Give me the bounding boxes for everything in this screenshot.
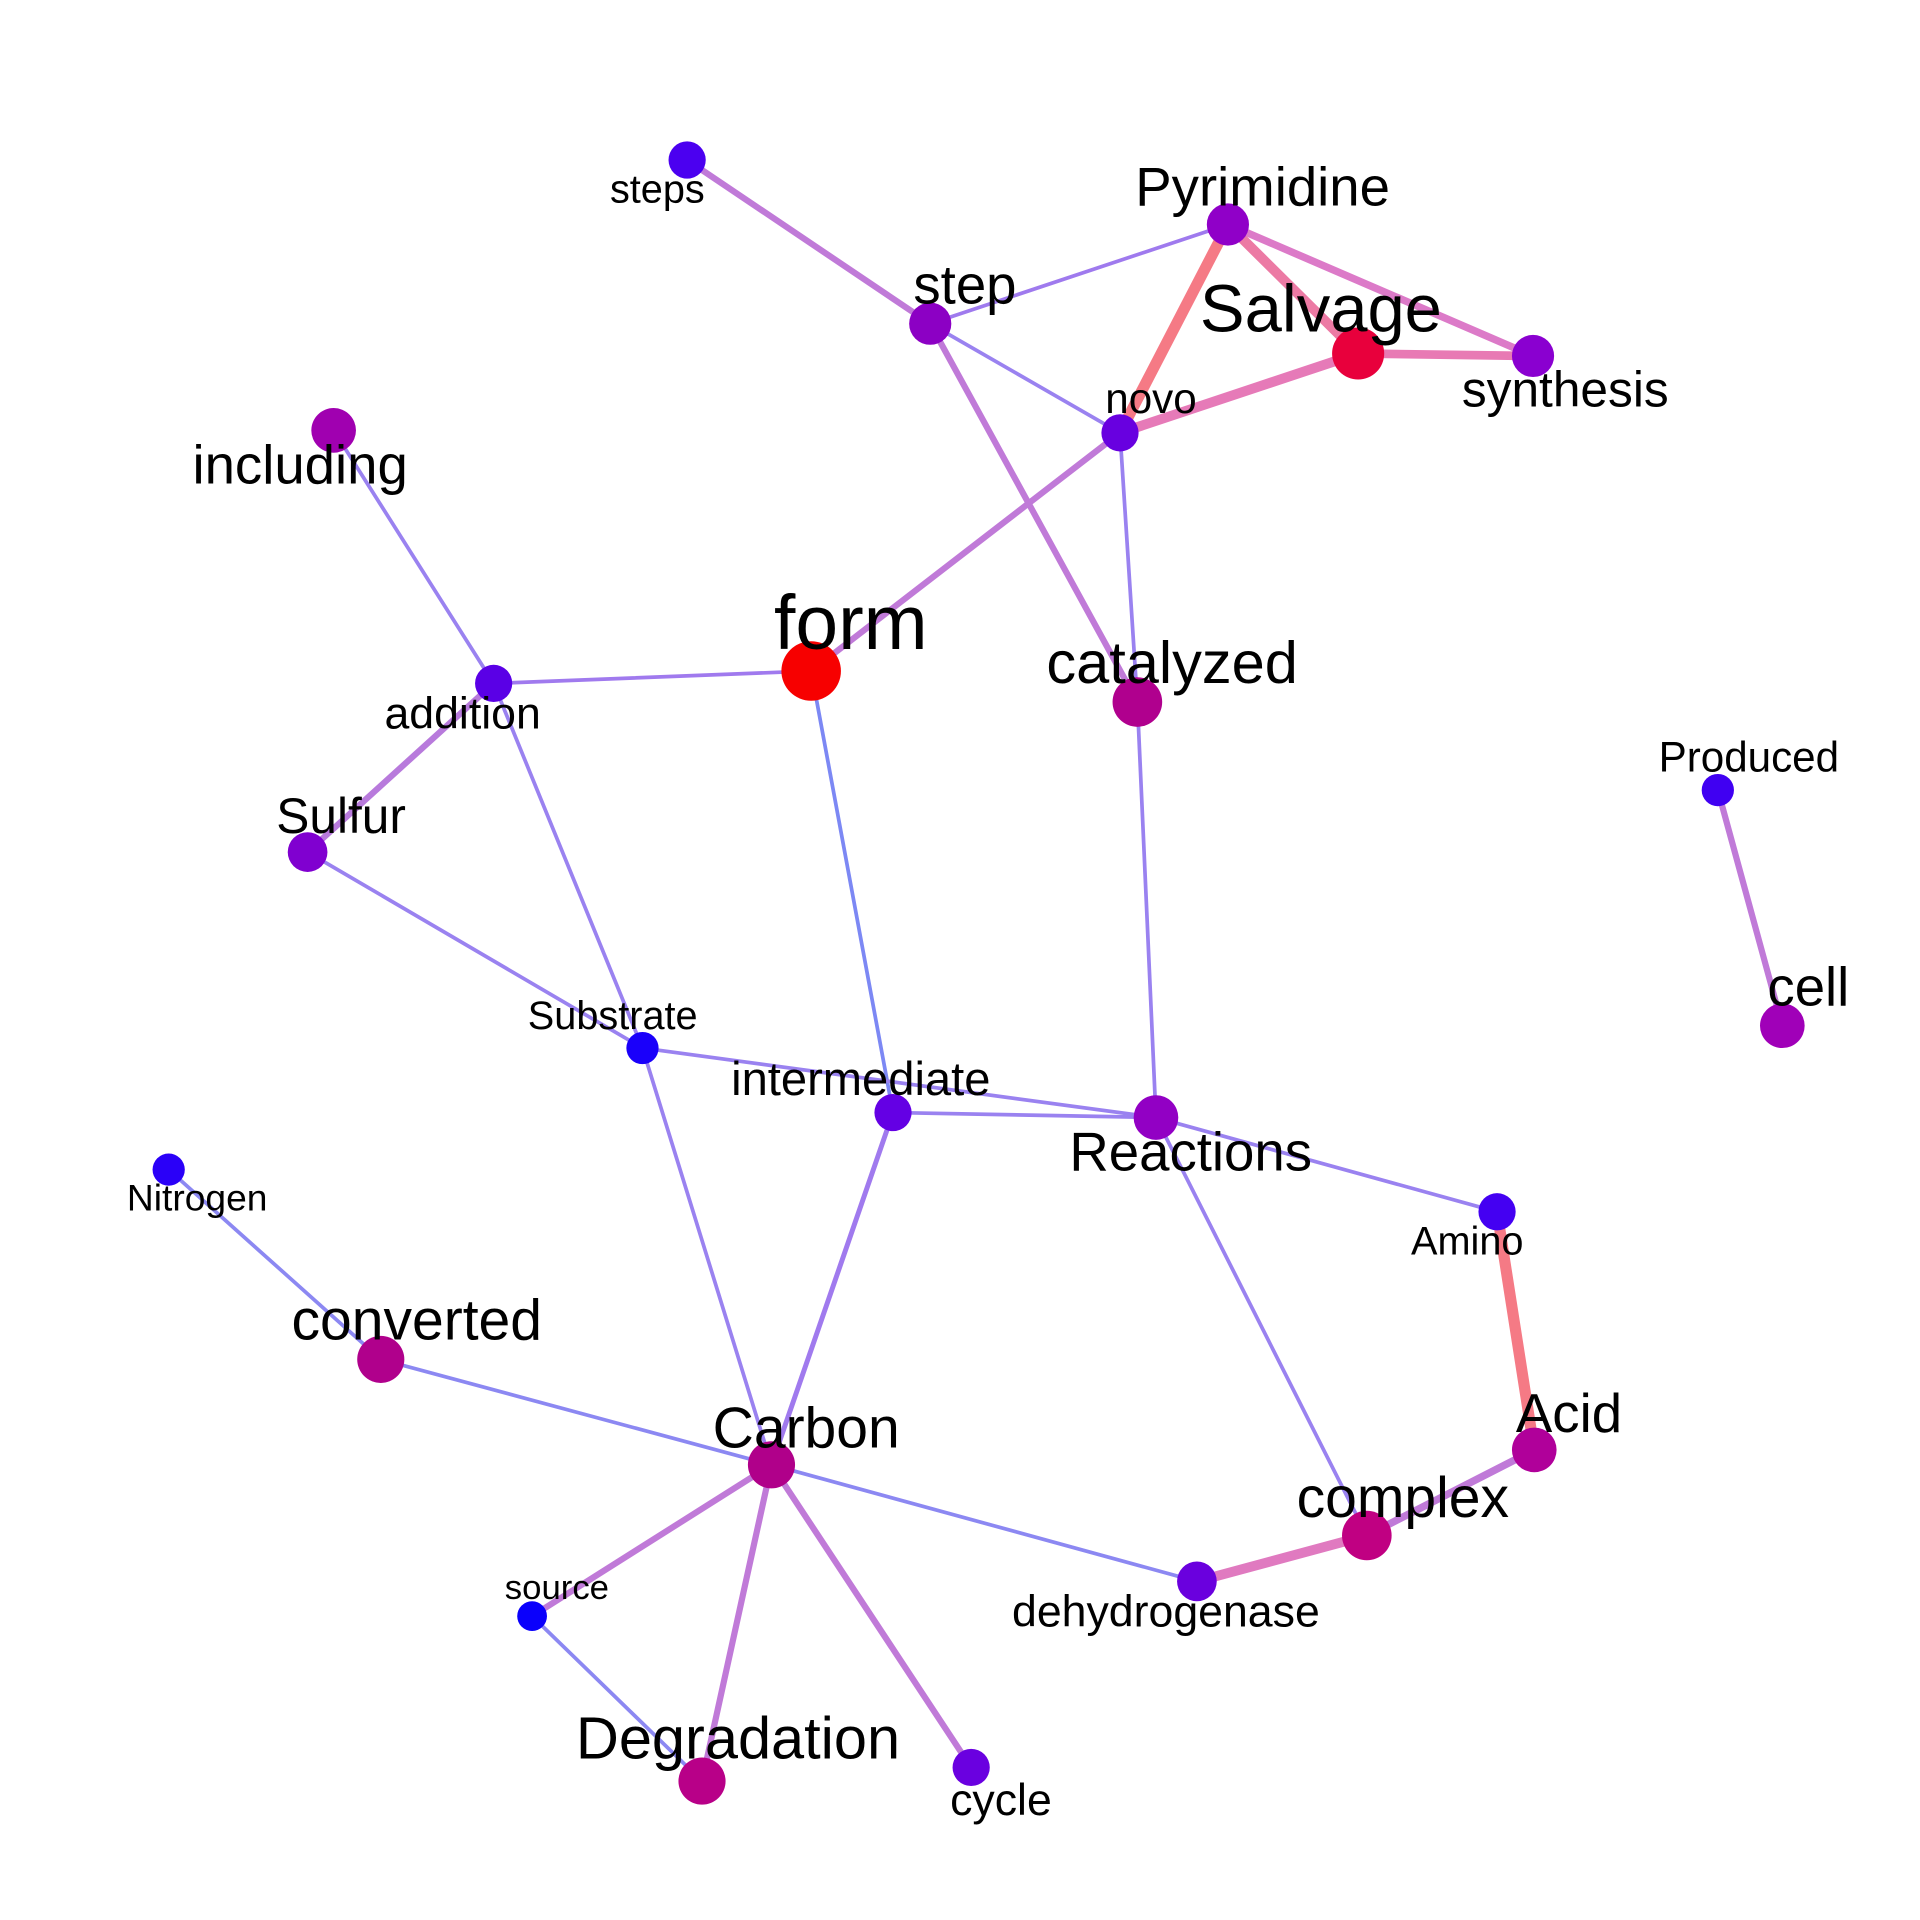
node-step[interactable] <box>909 302 952 345</box>
node-synthesis[interactable] <box>1511 334 1555 378</box>
edge-step-novo <box>928 321 1122 435</box>
edge-catalyzed-reactions <box>1135 700 1158 1120</box>
edges-layer <box>166 156 1786 1785</box>
edge-novo-salvage <box>1115 348 1364 438</box>
node-label-cycle: cycle <box>950 1776 1052 1825</box>
edge-reactions-complex <box>1154 1115 1369 1538</box>
edge-substrate-carbon <box>640 1046 774 1467</box>
edge-carbon-dehydrogenase <box>769 1462 1199 1584</box>
node-steps[interactable] <box>668 141 706 179</box>
nodes-layer <box>152 141 1805 1805</box>
edge-addition-substrate <box>491 681 645 1050</box>
node-label-step: step <box>913 254 1016 315</box>
node-cycle[interactable] <box>952 1748 990 1787</box>
node-produced[interactable] <box>1701 773 1734 807</box>
edge-amino-acid <box>1491 1206 1540 1456</box>
node-label-substrate: Substrate <box>528 994 698 1038</box>
edge-pyrimidine-novo <box>1114 218 1234 439</box>
node-salvage[interactable] <box>1332 327 1385 380</box>
node-novo[interactable] <box>1101 414 1139 452</box>
edge-converted-carbon <box>378 1357 774 1467</box>
edge-carbon-source <box>528 1461 775 1620</box>
node-label-salvage: Salvage <box>1200 271 1442 346</box>
node-label-source: source <box>505 1569 609 1607</box>
node-including[interactable] <box>311 408 356 453</box>
edge-pyrimidine-salvage <box>1222 219 1364 359</box>
node-label-catalyzed: catalyzed <box>1046 629 1297 696</box>
node-label-dehydrogenase: dehydrogenase <box>1012 1588 1320 1637</box>
edge-form-intermediate <box>809 669 895 1115</box>
edge-carbon-cycle <box>768 1461 975 1771</box>
node-label-degradation: Degradation <box>576 1704 900 1771</box>
node-acid[interactable] <box>1511 1427 1557 1473</box>
edge-salvage-synthesis <box>1353 349 1538 361</box>
node-label-nitrogen: Nitrogen <box>127 1176 268 1218</box>
node-label-synthesis: synthesis <box>1462 361 1669 417</box>
edge-novo-form <box>808 429 1124 675</box>
edge-steps-step <box>684 156 934 327</box>
labels-layer: steps Pyrimidine step Salvage synthesis novo i… <box>127 156 1849 1825</box>
node-intermediate[interactable] <box>874 1093 912 1132</box>
node-reactions[interactable] <box>1133 1095 1179 1140</box>
node-label-addition: addition <box>384 690 540 739</box>
edge-dehydrogenase-complex <box>1191 1530 1372 1587</box>
node-substrate[interactable] <box>626 1031 659 1065</box>
edge-substrate-reactions <box>640 1046 1158 1120</box>
node-amino[interactable] <box>1478 1193 1516 1231</box>
edge-addition-form <box>491 669 814 686</box>
node-sulfur[interactable] <box>287 832 328 872</box>
edge-addition-sulfur <box>304 680 497 856</box>
node-label-amino: Amino <box>1411 1220 1523 1264</box>
edge-reactions-amino <box>1154 1115 1499 1214</box>
node-label-novo: novo <box>1105 375 1196 422</box>
edge-acid-complex <box>1363 1446 1538 1540</box>
node-label-acid: Acid <box>1516 1383 1622 1444</box>
node-label-including: including <box>192 434 407 495</box>
node-label-reactions: Reactions <box>1069 1121 1312 1182</box>
node-label-carbon: Carbon <box>713 1397 900 1461</box>
node-pyrimidine[interactable] <box>1206 203 1249 246</box>
node-label-converted: converted <box>291 1289 542 1353</box>
node-label-intermediate: intermediate <box>731 1052 990 1105</box>
node-complex[interactable] <box>1342 1510 1392 1561</box>
node-label-form: form <box>774 580 928 666</box>
edge-novo-catalyzed <box>1118 431 1140 704</box>
edge-step-pyrimidine <box>928 222 1230 326</box>
node-label-produced: Produced <box>1659 733 1839 780</box>
edge-source-degradation <box>530 1614 704 1783</box>
edge-including-addition <box>331 428 496 686</box>
node-dehydrogenase[interactable] <box>1177 1561 1217 1602</box>
node-catalyzed[interactable] <box>1112 677 1163 727</box>
node-addition[interactable] <box>475 664 513 703</box>
node-converted[interactable] <box>357 1335 405 1383</box>
node-label-sulfur: Sulfur <box>276 788 406 844</box>
edge-step-catalyzed <box>927 320 1141 706</box>
node-label-pyrimidine: Pyrimidine <box>1135 156 1390 217</box>
node-label-steps: steps <box>610 168 705 212</box>
edge-nitrogen-converted <box>166 1167 383 1362</box>
edge-sulfur-substrate <box>305 850 645 1050</box>
edge-intermediate-reactions <box>891 1110 1158 1120</box>
node-carbon[interactable] <box>747 1441 796 1489</box>
node-degradation[interactable] <box>678 1757 726 1805</box>
edge-intermediate-carbon <box>768 1110 896 1468</box>
edge-carbon-degradation <box>698 1461 775 1785</box>
node-cell[interactable] <box>1760 1003 1805 1049</box>
node-nitrogen[interactable] <box>152 1153 185 1186</box>
edge-pyrimidine-synthesis <box>1224 220 1537 360</box>
node-label-cell: cell <box>1767 956 1849 1017</box>
edge-produced-cell <box>1714 786 1786 1029</box>
node-source[interactable] <box>517 1601 547 1632</box>
node-label-complex: complex <box>1297 1466 1509 1530</box>
node-form[interactable] <box>781 641 841 701</box>
